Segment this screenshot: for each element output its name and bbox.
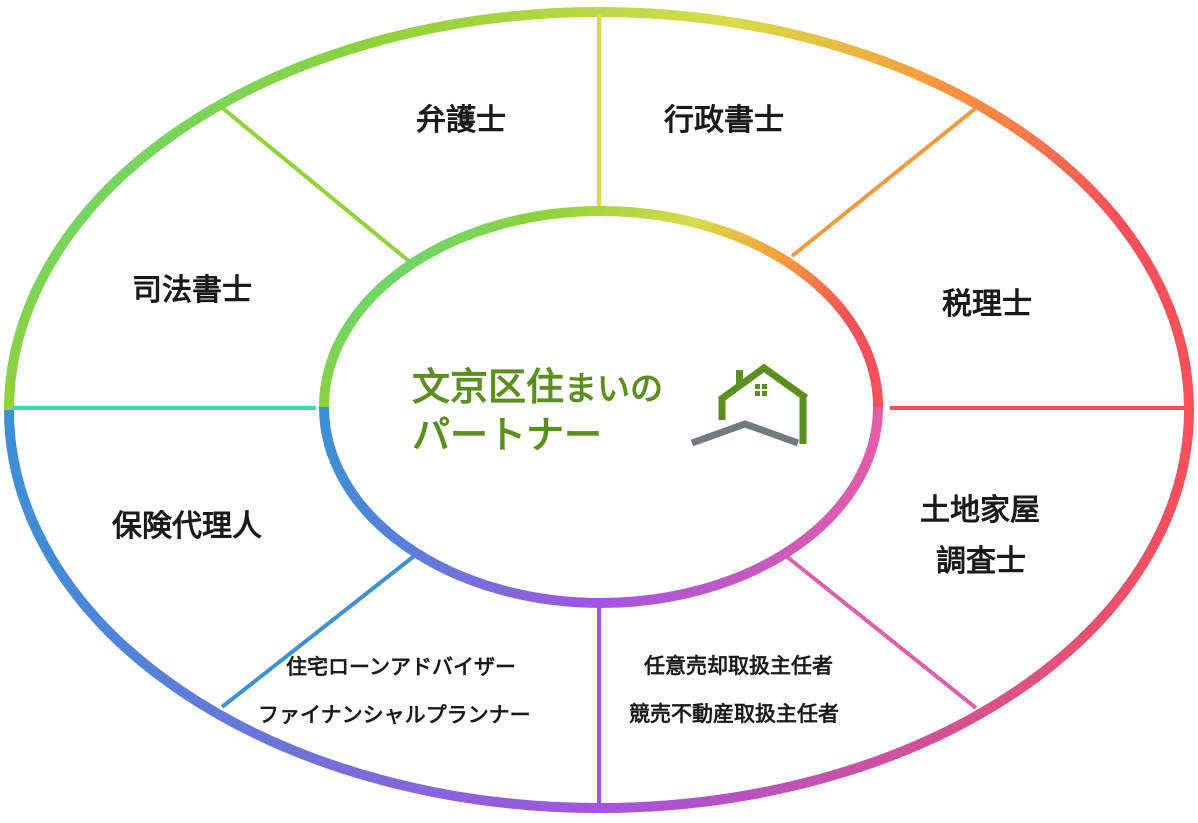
label-ninni-line2: 競売不動産取扱主任者: [629, 702, 839, 726]
house-logo-icon: [690, 363, 809, 447]
label-tochi-line2: 調査士: [936, 544, 1026, 579]
label-gyosei: 行政書士: [664, 103, 784, 138]
inner-ellipse-bottom: [319, 406, 883, 608]
label-hoken: 保険代理人: [112, 509, 262, 544]
label-tochi-line1: 土地家屋: [920, 493, 1040, 528]
label-jutaku-line2: ファイナンシャルプランナー: [258, 703, 531, 727]
label-ninni-line1: 任意売却取扱主任者: [644, 654, 833, 678]
spoke-bottom-left: [220, 551, 420, 709]
spoke-top-left: [218, 104, 412, 264]
outer-ring-top: [4, 7, 1194, 411]
outer-ring-bottom: [4, 409, 1194, 813]
spoke-bottom-right: [784, 554, 978, 710]
inner-ellipse-top: [319, 206, 883, 408]
spoke-top-right: [790, 106, 978, 258]
label-bengoshi: 弁護士: [416, 103, 506, 138]
center-title-line1: 文京区住まいの: [412, 368, 663, 406]
center-title-sub: まいの: [564, 369, 664, 408]
center-title-main: 文京区住: [412, 365, 565, 409]
label-shiho: 司法書士: [132, 273, 252, 308]
center-title-line2: パートナー: [412, 413, 603, 457]
label-jutaku-line1: 住宅ローンアドバイザー: [286, 655, 516, 679]
label-zeirishi: 税理士: [942, 287, 1032, 322]
